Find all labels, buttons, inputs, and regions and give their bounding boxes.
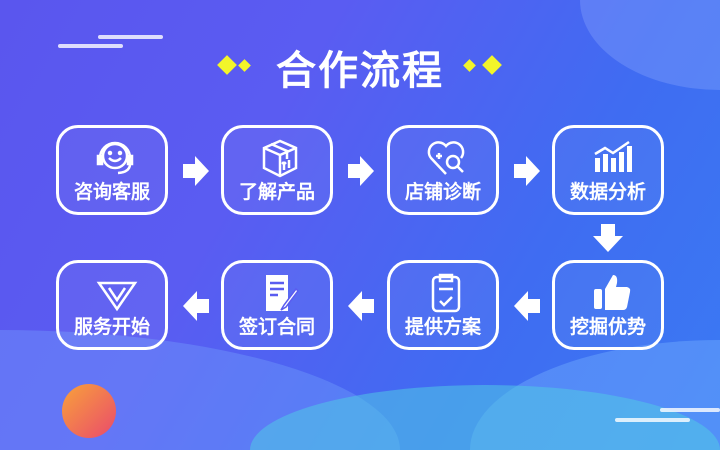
document-pen-icon: [266, 275, 299, 311]
step-label: 店铺诊断: [404, 181, 481, 203]
step-label: 了解产品: [238, 181, 315, 203]
headset-smiley-icon: [96, 141, 134, 175]
step-label: 服务开始: [73, 316, 150, 338]
step-label: 咨询客服: [73, 181, 150, 203]
step-card: 服务开始: [56, 260, 168, 350]
step-card: 挖掘优势: [552, 260, 664, 350]
step-label: 数据分析: [569, 181, 646, 203]
step-label: 提供方案: [404, 316, 481, 338]
arrow-right-icon: [183, 156, 209, 186]
step-card: 签订合同: [221, 260, 333, 350]
page-title: 合作流程: [276, 48, 444, 94]
decor-orange-circle: [62, 384, 116, 438]
arrow-left-icon: [183, 291, 209, 321]
arrow-right-icon: [514, 156, 540, 186]
arrow-left-icon: [514, 291, 540, 321]
decor-line: [660, 408, 720, 412]
step-label: 签订合同: [238, 316, 315, 338]
heart-search-icon: [427, 141, 465, 175]
package-box-icon: [262, 139, 298, 178]
arrow-left-icon: [348, 291, 374, 321]
step-card: 了解产品: [221, 125, 333, 215]
step-card: 咨询客服: [56, 125, 168, 215]
decor-line: [58, 44, 123, 48]
step-card: 提供方案: [387, 260, 499, 350]
thumbs-up-icon: [594, 275, 631, 310]
clipboard-check-icon: [431, 273, 461, 313]
step-card: 店铺诊断: [387, 125, 499, 215]
decor-line: [615, 418, 690, 422]
step-label: 挖掘优势: [569, 316, 646, 338]
diamond-icon: [96, 281, 138, 312]
decor-line: [98, 35, 163, 39]
step-card: 数据分析: [552, 125, 664, 215]
bar-chart-icon: [594, 140, 632, 172]
arrow-down-icon: [593, 224, 623, 252]
arrow-right-icon: [348, 156, 374, 186]
